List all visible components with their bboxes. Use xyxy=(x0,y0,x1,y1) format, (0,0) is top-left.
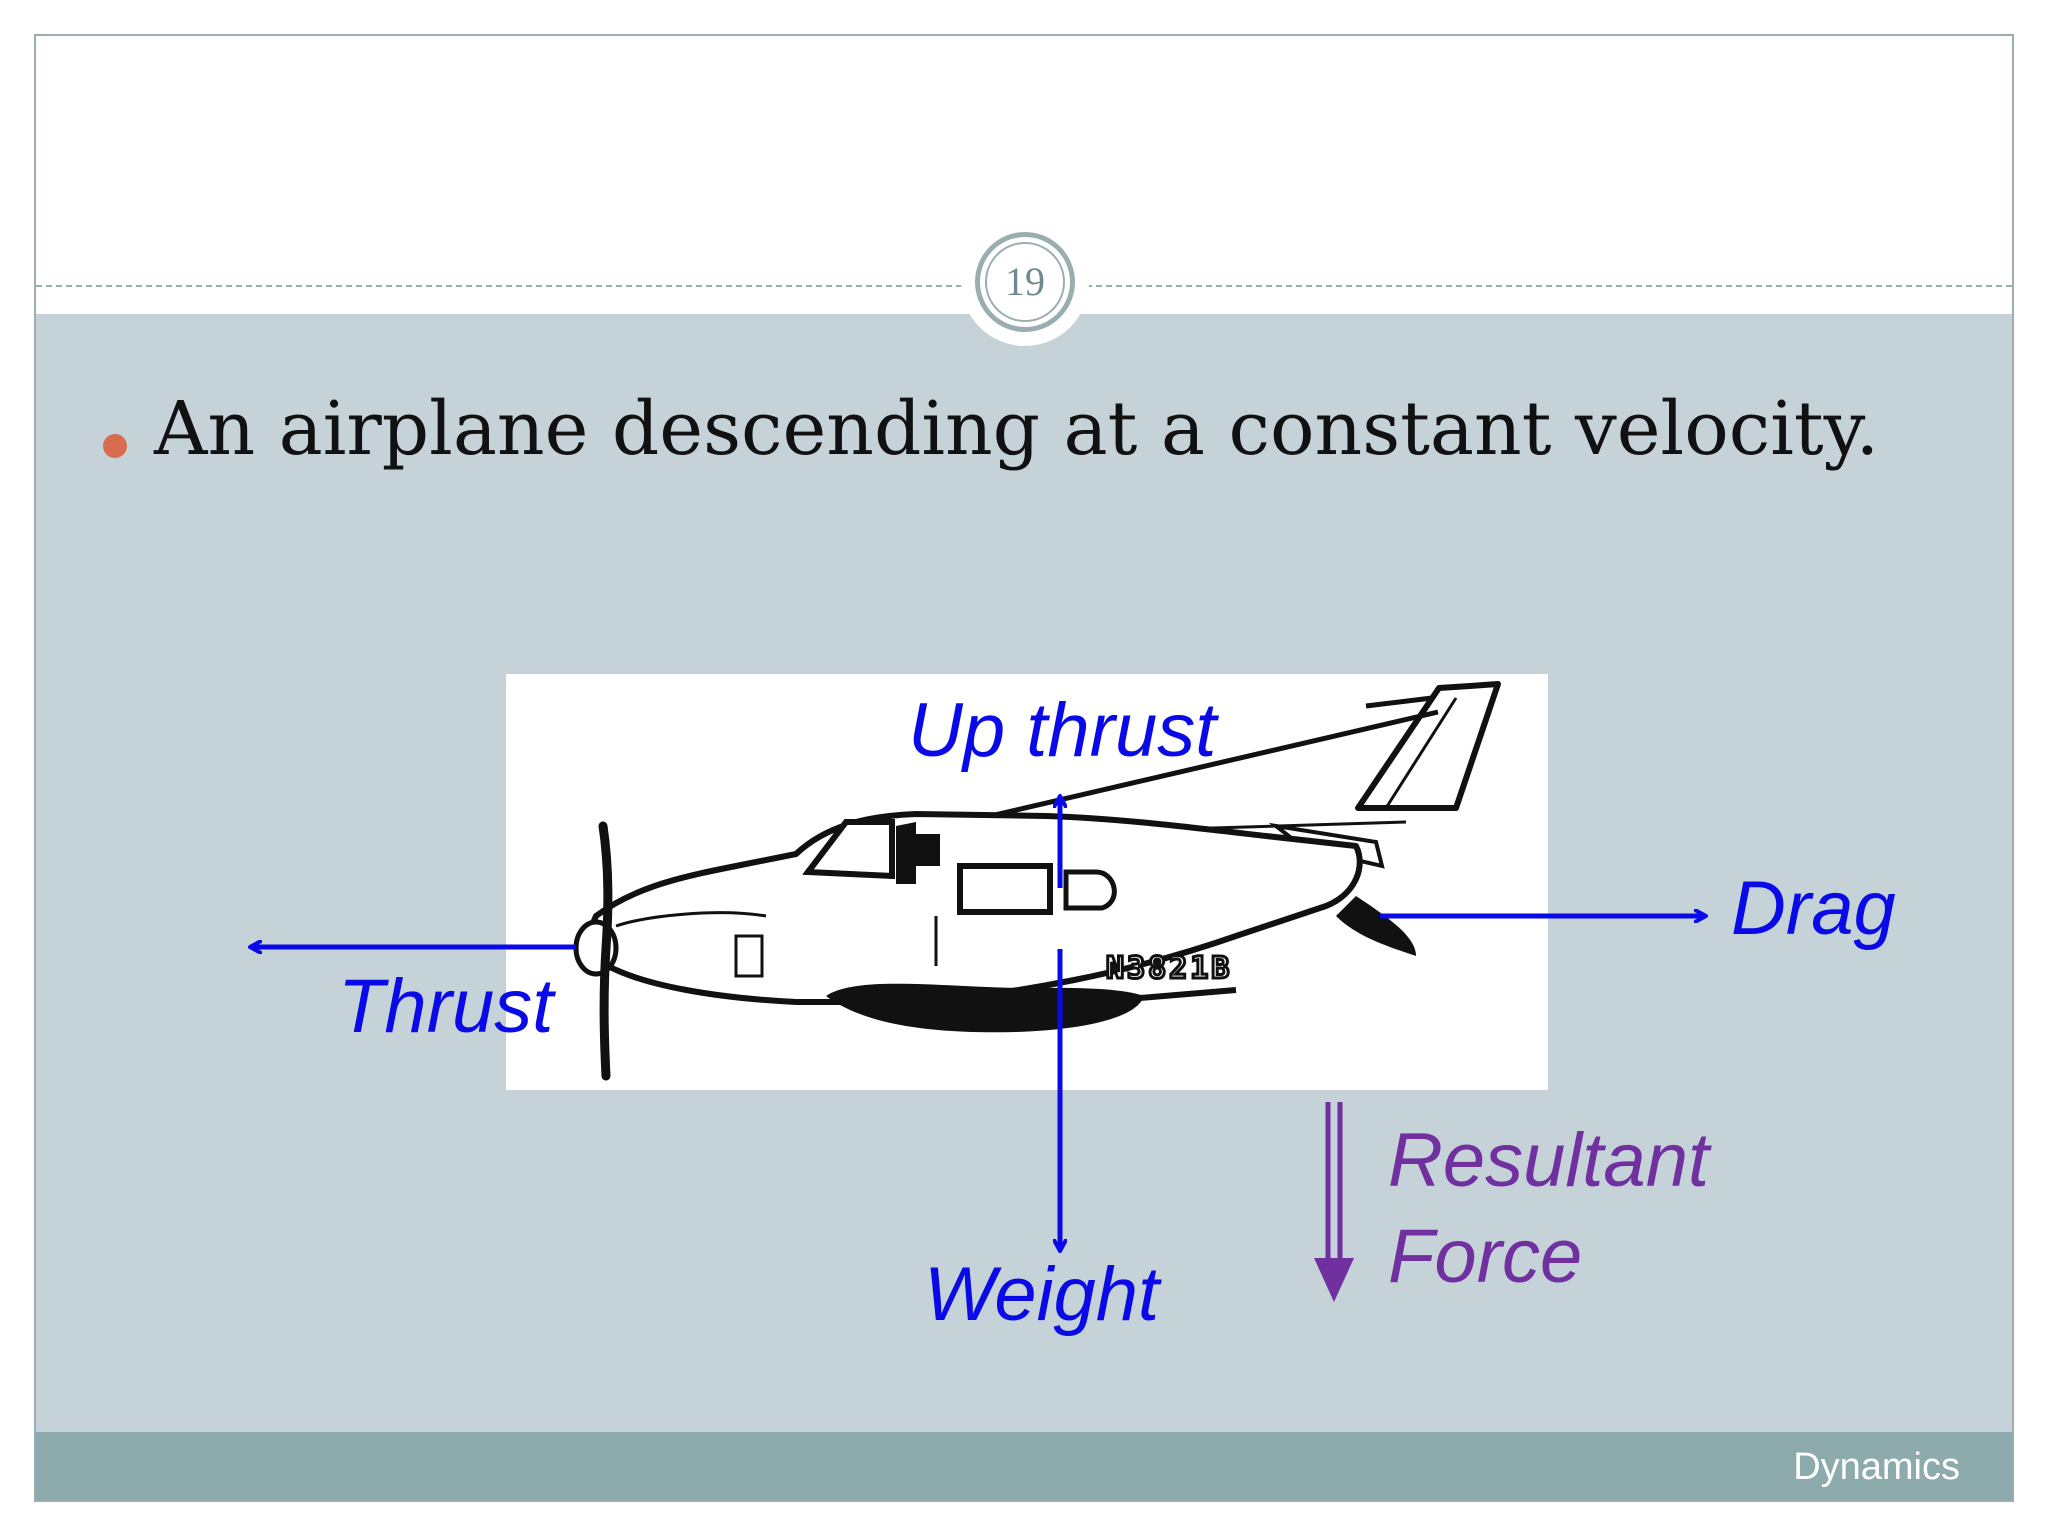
force-labels: Up thrust Drag Thrust Weight Resultant F… xyxy=(338,688,1896,1337)
label-up-thrust: Up thrust xyxy=(908,688,1219,773)
label-weight: Weight xyxy=(924,1252,1162,1337)
slide-footer: Dynamics xyxy=(36,1432,2012,1500)
bullet-dot xyxy=(103,434,127,458)
airplane-registration: N3821B xyxy=(1106,951,1232,986)
bullet-text: An airplane descending at a constant vel… xyxy=(154,386,1880,472)
airplane-image: N3821B xyxy=(506,674,1548,1090)
label-resultant-line1: Resultant xyxy=(1388,1118,1712,1203)
label-resultant-line2: Force xyxy=(1388,1214,1582,1299)
force-arrows xyxy=(250,796,1706,1302)
force-diagram: N3821B Up thrust Drag Thrust Weight Resu… xyxy=(36,674,1896,1337)
footer-title: Dynamics xyxy=(1793,1446,1960,1488)
slide: Dynamics 19 An airplane descending at a … xyxy=(34,34,2014,1502)
page-number: 19 xyxy=(985,242,1065,322)
airplane-tail-fin xyxy=(1355,681,1501,811)
label-thrust: Thrust xyxy=(338,964,556,1049)
label-drag: Drag xyxy=(1731,866,1896,951)
airplane-propeller xyxy=(598,821,613,1081)
resultant-force-arrow xyxy=(1314,1102,1354,1302)
